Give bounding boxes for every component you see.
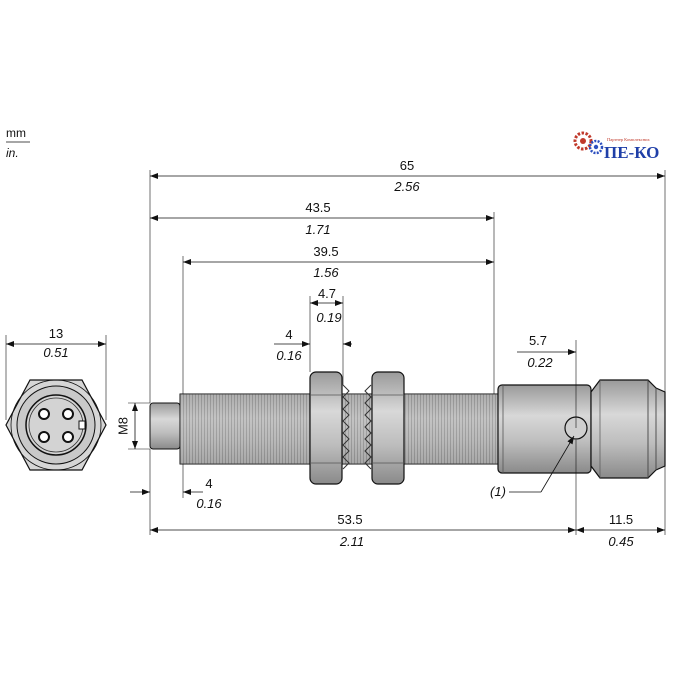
dim-body-to-connector: 53.5 2.11 [149,440,577,549]
units-label: mm in. [6,126,30,160]
svg-text:1.71: 1.71 [305,222,330,237]
dim-connector-length: 11.5 0.45 [576,466,666,549]
dim-face-diameter: 13 0.51 [5,326,107,420]
svg-text:11.5: 11.5 [609,512,633,527]
nut [309,371,343,485]
svg-text:0.19: 0.19 [316,310,341,325]
svg-text:65: 65 [400,158,414,173]
dim-sensing-head: 4 0.16 [130,464,222,511]
svg-text:4: 4 [205,476,212,491]
dim-nut-offset: 4 0.16 [274,327,352,363]
company-logo: Партнер Комплексних ПЕ-КО [573,131,659,162]
dim-thread-length: 39.5 1.56 [182,244,494,394]
dim-thread-to-body: 43.5 1.71 [150,200,495,394]
gear-icon [588,139,604,155]
svg-text:ПЕ-КО: ПЕ-КО [604,143,659,162]
dim-led-position: 5.7 0.22 [517,333,577,428]
svg-text:2.56: 2.56 [393,179,420,194]
svg-text:0.45: 0.45 [608,534,634,549]
svg-text:0.16: 0.16 [196,496,222,511]
pin [62,408,74,420]
end-view [5,379,107,471]
svg-text:M8: M8 [115,417,130,435]
gear-icon [573,131,593,151]
svg-text:Партнер Комплексних: Партнер Комплексних [607,137,651,142]
svg-text:43.5: 43.5 [305,200,330,215]
svg-text:0.16: 0.16 [276,348,302,363]
pin [38,408,50,420]
sensor-body [149,371,666,485]
svg-text:39.5: 39.5 [313,244,338,259]
pin [38,431,50,443]
svg-text:4: 4 [285,327,292,342]
svg-text:4.7: 4.7 [318,286,336,301]
callout-1: (1) [490,435,575,499]
nut [371,371,405,485]
svg-text:2.11: 2.11 [339,534,364,549]
dim-overall-length: 65 2.56 [149,158,666,403]
svg-text:0.51: 0.51 [43,345,68,360]
svg-text:in.: in. [6,146,19,160]
svg-text:53.5: 53.5 [337,512,362,527]
dim-thread-size: M8 [115,402,150,450]
svg-text:5.7: 5.7 [529,333,547,348]
svg-text:mm: mm [6,126,26,140]
svg-text:13: 13 [49,326,63,341]
pin [62,431,74,443]
svg-text:0.22: 0.22 [527,355,553,370]
sensing-face [149,402,181,450]
dim-nut-thickness: 4.7 0.19 [309,286,344,385]
connector [590,379,666,479]
svg-text:(1): (1) [490,484,506,499]
svg-text:1.56: 1.56 [313,265,339,280]
